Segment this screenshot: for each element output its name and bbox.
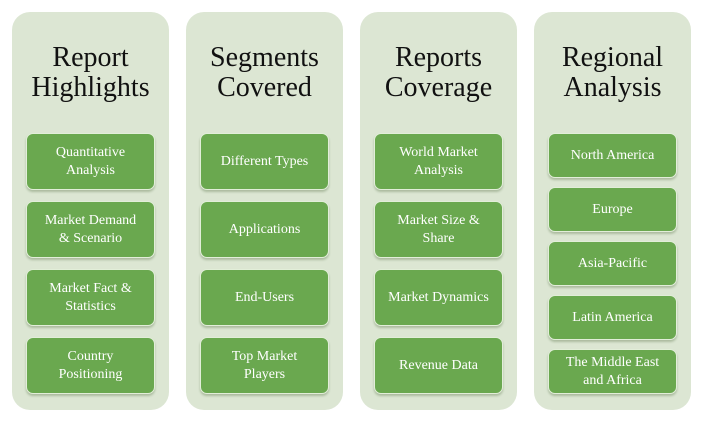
info-box: Asia-Pacific: [548, 241, 677, 286]
panel-report-highlights: Report Highlights Quantitative Analysis …: [12, 12, 169, 410]
info-box: Latin America: [548, 295, 677, 340]
panel-title: Regional Analysis: [561, 41, 664, 103]
panel-regional-analysis: Regional Analysis North America Europe A…: [534, 12, 691, 410]
info-box: Market Size & Share: [374, 201, 503, 258]
info-box: Market Dynamics: [374, 269, 503, 326]
info-box: End-Users: [200, 269, 329, 326]
info-box: Market Fact & Statistics: [26, 269, 155, 326]
panel-items: World Market Analysis Market Size & Shar…: [374, 133, 503, 394]
panel-items: Quantitative Analysis Market Demand & Sc…: [26, 133, 155, 394]
info-box: Top Market Players: [200, 337, 329, 394]
panel-title: Report Highlights: [31, 41, 150, 103]
info-box: Country Positioning: [26, 337, 155, 394]
panel-segments-covered: Segments Covered Different Types Applica…: [186, 12, 343, 410]
panel-items: North America Europe Asia-Pacific Latin …: [548, 133, 677, 394]
info-box: The Middle East and Africa: [548, 349, 677, 394]
info-box: Quantitative Analysis: [26, 133, 155, 190]
info-box: Different Types: [200, 133, 329, 190]
info-box: Europe: [548, 187, 677, 232]
info-box: Market Demand & Scenario: [26, 201, 155, 258]
panel-title: Segments Covered: [210, 41, 319, 103]
info-box: North America: [548, 133, 677, 178]
panel-items: Different Types Applications End-Users T…: [200, 133, 329, 394]
info-box: Applications: [200, 201, 329, 258]
panel-title: Reports Coverage: [384, 41, 493, 103]
info-box: Revenue Data: [374, 337, 503, 394]
info-box: World Market Analysis: [374, 133, 503, 190]
panel-reports-coverage: Reports Coverage World Market Analysis M…: [360, 12, 517, 410]
